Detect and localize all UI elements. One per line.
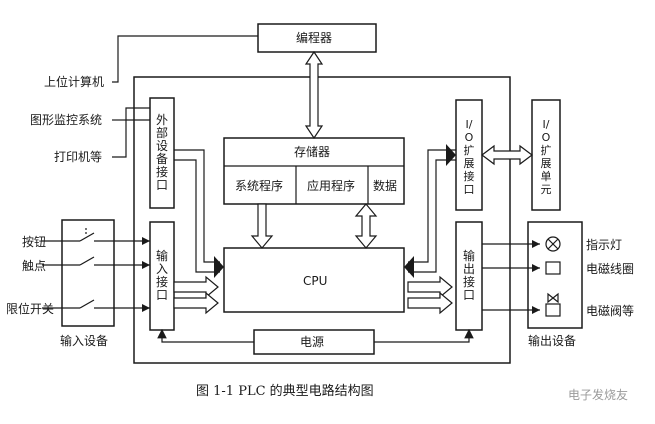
solenoid-valve-label: 电磁阀等 [586,304,635,318]
contact-label: 触点 [22,259,47,273]
cpu-output-arrows [407,275,453,315]
figure-caption: 图 1-1 PLC 的典型电路结构图 [196,384,374,399]
ext-device-interface-label: 外部设备接口 [155,113,168,192]
power-label: 电源 [300,335,325,349]
memory-cpu-double-arrow [354,203,378,249]
solenoid-coil-icon [545,261,561,275]
power-link-left [157,328,254,343]
printer-label: 打印机等 [54,150,103,164]
io-ext-interface-box [455,99,483,211]
ext-device-interface-box [149,97,175,209]
output-lines [482,243,540,311]
ioext-cpu-bus [404,144,456,278]
indicator-light-icon [545,236,561,252]
programmer-label: 编程器 [296,31,333,45]
system-program-label: 系统程序 [235,179,284,193]
input-switches [42,228,150,309]
output-devices-label: 输出设备 [528,334,577,348]
limit-switch-label: 限位开关 [6,302,55,316]
data-label: 数据 [373,179,398,193]
cpu-box [223,247,405,313]
printer-link [112,107,150,158]
cpu-label: CPU [303,274,328,288]
solenoid-coil-label: 电磁线圈 [586,262,635,276]
plc-enclosure [133,76,511,364]
watermark: 电子发烧友 [568,388,629,402]
programmer-box [257,23,377,53]
power-link-right [374,328,474,343]
input-cpu-arrows [173,275,219,315]
ioext-unit-arrow [481,144,533,166]
io-ext-unit-box [531,99,561,211]
host-computer-label: 上位计算机 [44,75,105,89]
solenoid-valve-icon [545,292,561,317]
button-label: 按钮 [22,235,47,249]
input-interface-label: 输入接口 [155,249,168,302]
host-link [112,35,258,83]
io-ext-interface-label: I/O扩展接口 [463,118,475,196]
graphic-monitor-label: 图形监控系统 [30,113,103,127]
programmer-memory-arrow [304,50,324,140]
indicator-light-label: 指示灯 [586,238,623,252]
output-interface-label: 输出接口 [462,249,475,302]
input-devices-label: 输入设备 [60,334,109,348]
app-program-label: 应用程序 [307,179,356,193]
output-interface-box [455,221,483,331]
io-ext-unit-label: I/O扩展单元 [540,118,552,196]
memory-label: 存储器 [294,145,331,159]
ext-cpu-bus [174,149,224,278]
memory-cpu-arrow [250,203,274,249]
